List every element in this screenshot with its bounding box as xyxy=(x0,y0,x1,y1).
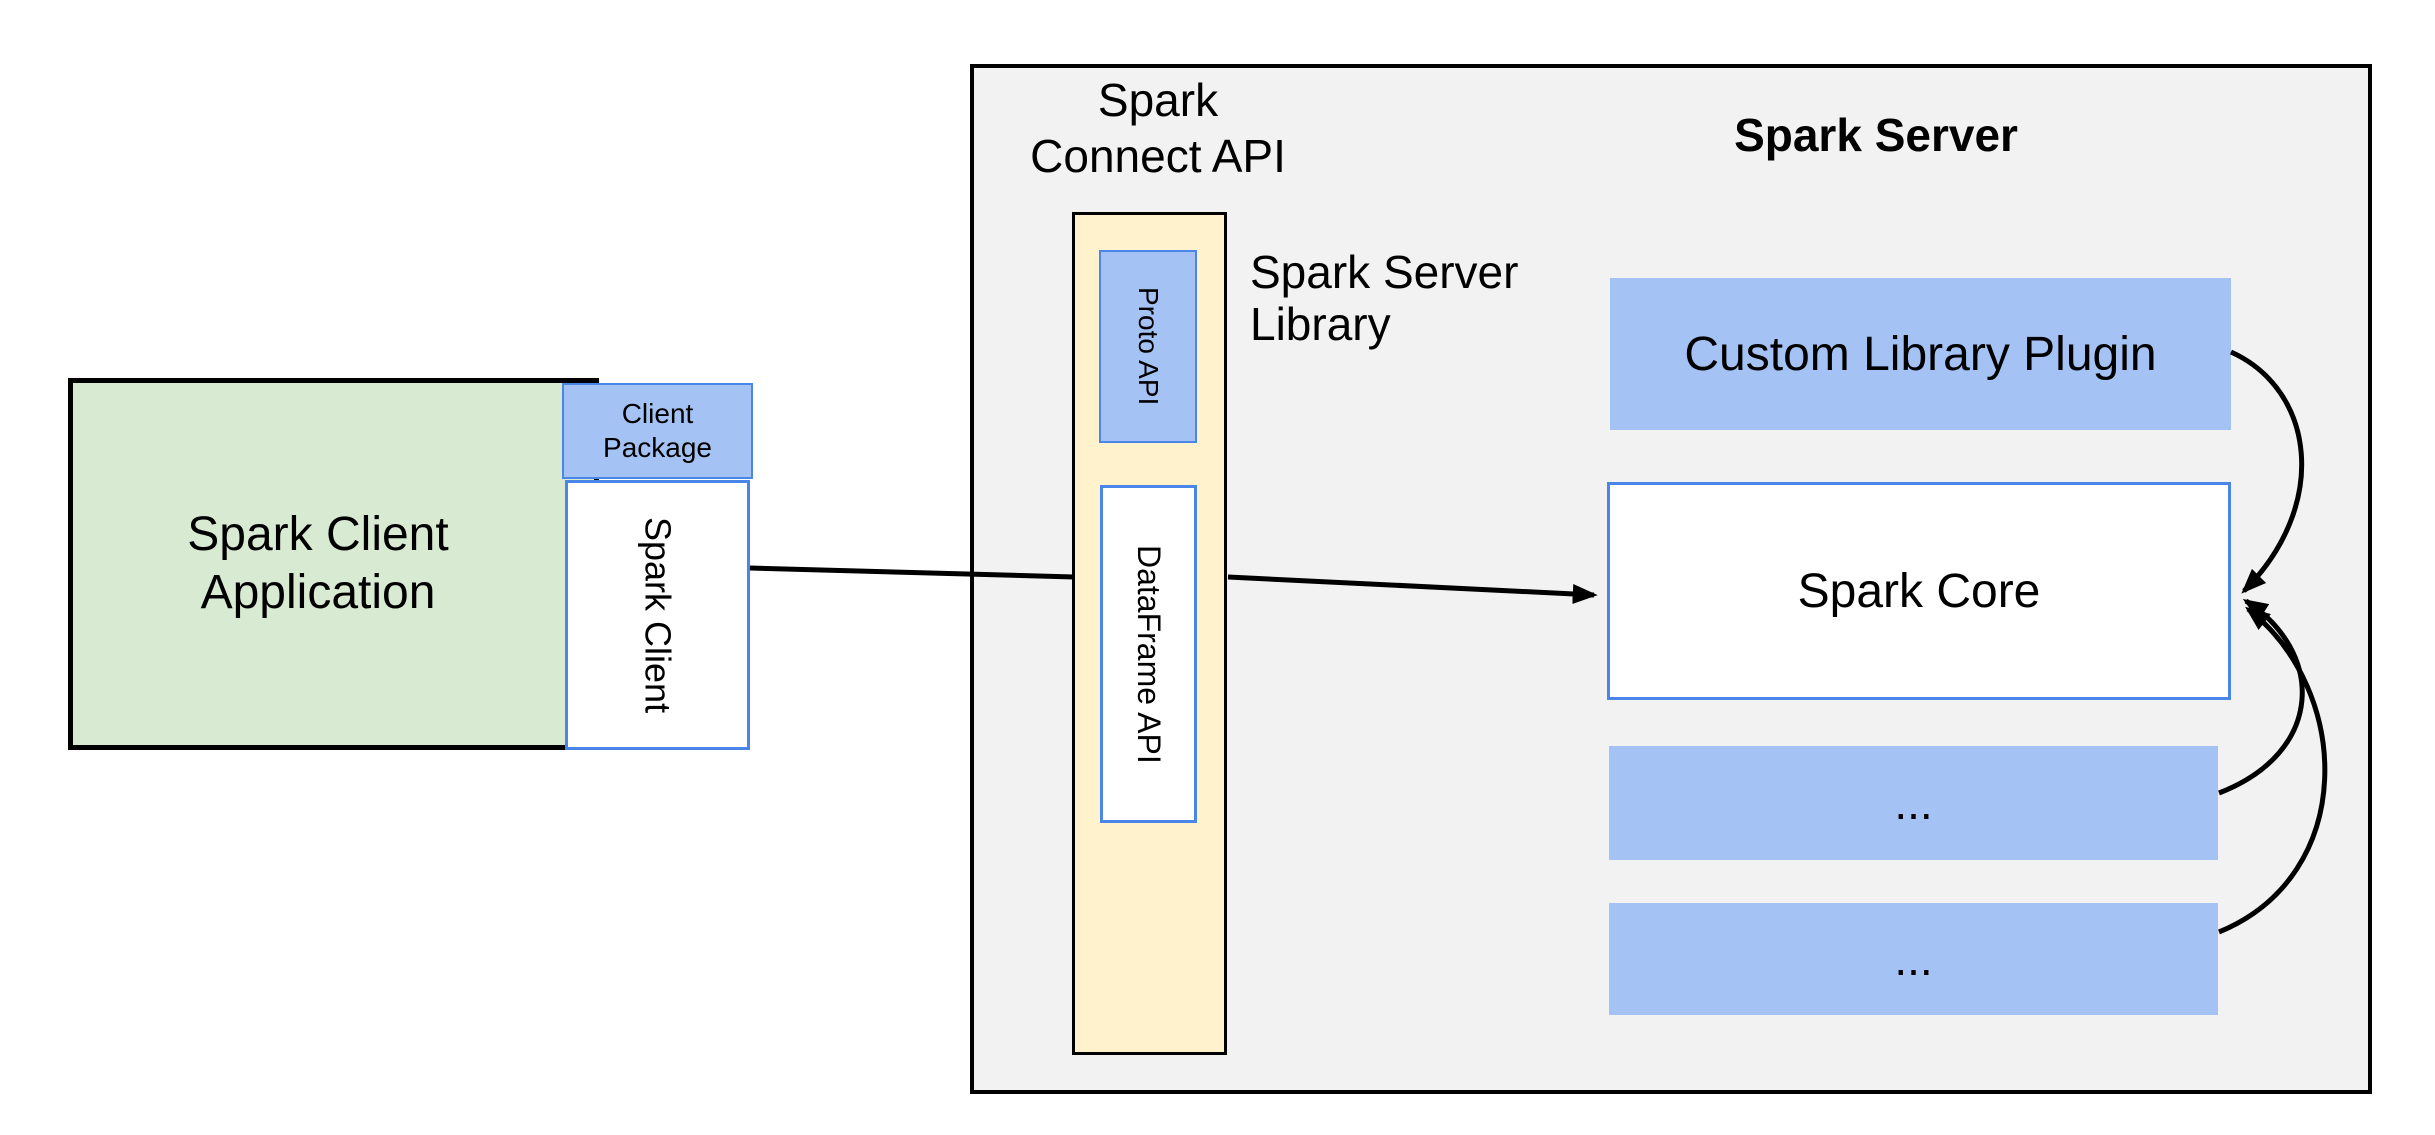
dataframe-api-label: DataFrame API xyxy=(1131,544,1167,764)
proto-api-label: Proto API xyxy=(1133,287,1164,406)
spark-connect-api-label: Spark Connect API xyxy=(1030,74,1286,182)
spark-server-title: Spark Server xyxy=(1734,109,2018,161)
client-package-box: Client Package xyxy=(562,383,753,479)
custom-library-plugin-box: Custom Library Plugin xyxy=(1610,278,2231,430)
plugin-ellipsis-box-2: ... xyxy=(1609,903,2218,1015)
spark-server-library-label: Spark Server Library xyxy=(1250,246,1519,350)
proto-api-box: Proto API xyxy=(1099,250,1197,443)
plugin-ellipsis-box-1: ... xyxy=(1609,746,2218,860)
dataframe-api-box: DataFrame API xyxy=(1100,485,1197,823)
spark-client-box: Spark Client xyxy=(565,480,750,750)
spark-client-label: Spark Client xyxy=(637,516,679,714)
spark-core-box: Spark Core xyxy=(1607,482,2231,700)
spark-client-application-label: Spark Client Application xyxy=(187,508,449,619)
spark-client-application-box xyxy=(68,378,599,750)
